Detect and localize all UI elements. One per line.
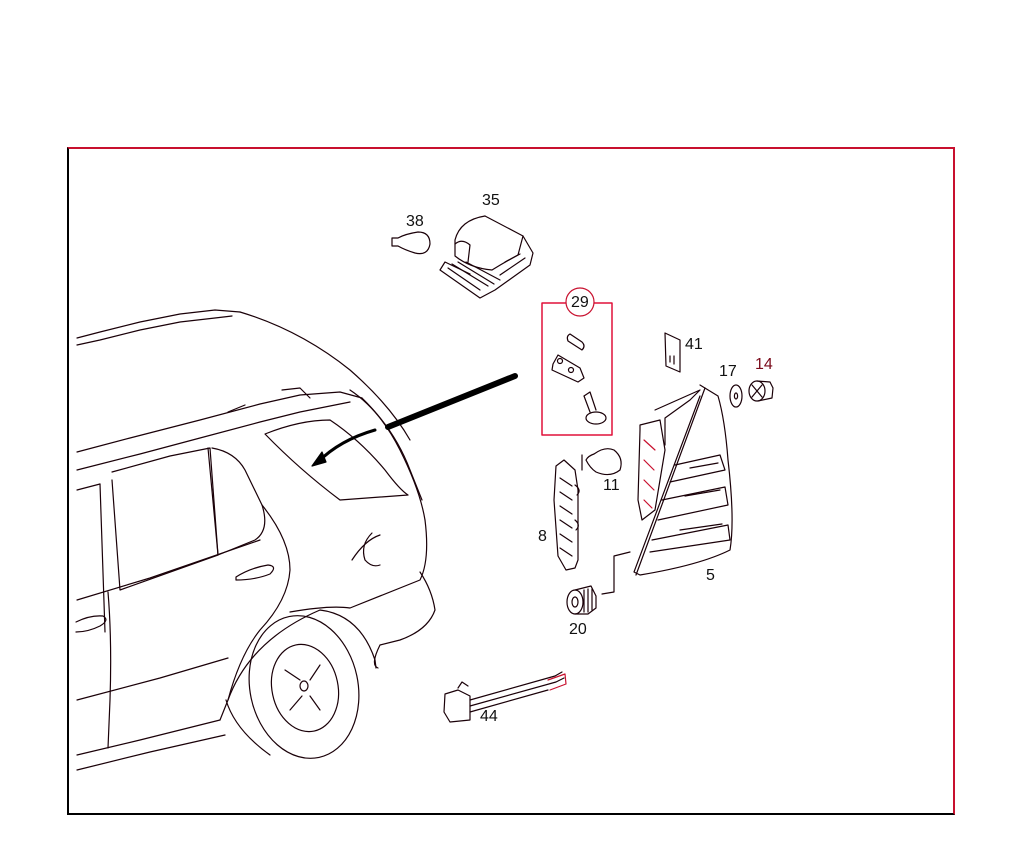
- callout-5[interactable]: 5: [706, 567, 715, 584]
- diagram-frame: [67, 147, 955, 815]
- callout-17[interactable]: 17: [719, 363, 737, 380]
- callout-14[interactable]: 14: [755, 356, 773, 373]
- part-38-bulb: [391, 231, 431, 255]
- part-44-wiring-harness: [443, 671, 567, 723]
- callout-38[interactable]: 38: [406, 213, 424, 230]
- part-11-bulb: [581, 448, 622, 476]
- leader-line-20: [601, 551, 631, 595]
- part-20-knurled-nut: [566, 585, 597, 615]
- callout-20[interactable]: 20: [569, 621, 587, 638]
- callout-41[interactable]: 41: [685, 336, 703, 353]
- callout-8[interactable]: 8: [538, 528, 547, 545]
- part-17-washer: [729, 384, 743, 408]
- location-arrow: [311, 373, 518, 467]
- callout-35[interactable]: 35: [482, 192, 500, 209]
- callout-44[interactable]: 44: [480, 708, 498, 725]
- callout-29[interactable]: 29: [571, 294, 589, 311]
- part-35-bulb-holder: [439, 215, 534, 299]
- vehicle-outline: [75, 309, 436, 771]
- part-29-group-box: [541, 287, 613, 436]
- part-41-spacer: [664, 332, 681, 373]
- part-14-nut: [748, 380, 774, 402]
- part-5-tail-lamp: [633, 384, 733, 576]
- callout-11[interactable]: 11: [603, 477, 620, 494]
- part-8-bulb-carrier: [553, 459, 580, 571]
